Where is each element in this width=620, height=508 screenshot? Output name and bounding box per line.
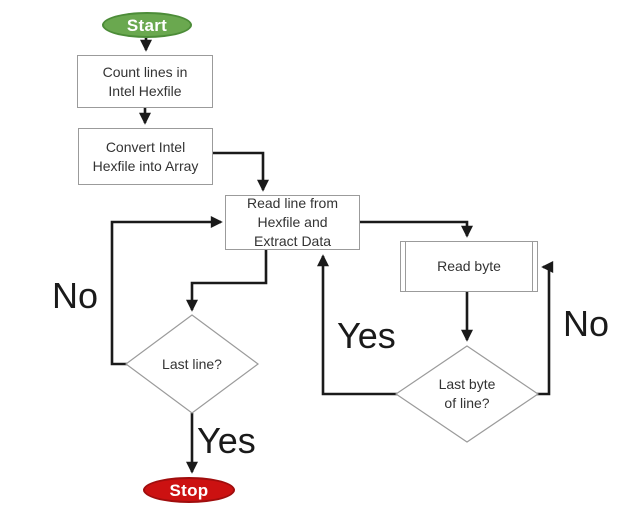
node-read-line-label: Hexfile and [257,214,328,230]
node-count-lines: Count lines in Intel Hexfile [77,55,213,108]
node-last-byte-label: Last byte of line? [438,376,496,411]
node-count-lines-label: Intel Hexfile [108,82,182,99]
edge-convert-to-read-line [213,151,269,192]
decision-last-byte-shape [394,345,540,443]
node-convert-label: Hexfile into Array [92,157,199,174]
node-read-byte-label: Read byte [437,258,501,274]
edge-label-yes-last-byte: Yes [337,315,396,356]
node-read-line: Read line from Hexfile and Extract Data [225,195,360,250]
node-stop: Stop [143,477,235,503]
edge-read-line-to-last-line [186,250,268,312]
edge-label-yes-last-line: Yes [197,420,256,461]
node-read-line-label: Read line from [246,195,339,211]
node-stop-label: Stop [169,480,209,500]
node-convert-label: Convert Intel [105,138,186,155]
node-last-line-label: Last line? [162,356,222,372]
edge-last-byte-yes-loop [317,254,399,396]
decision-last-line-shape [124,314,260,414]
edge-read-line-to-read-byte [360,220,473,238]
node-read-byte: Read byte [400,241,538,292]
edge-last-byte-no-loop [537,261,554,396]
node-count-lines-label: Count lines in [102,63,188,80]
node-start-label: Start [126,15,168,35]
edge-last-line-no-loop [110,216,223,366]
edge-label-no-last-byte: No [563,303,610,344]
node-start: Start [102,12,192,38]
edge-label-no-last-line: No [52,275,99,316]
node-read-line-label: Extract Data [253,233,332,249]
node-convert: Convert Intel Hexfile into Array [78,128,213,185]
